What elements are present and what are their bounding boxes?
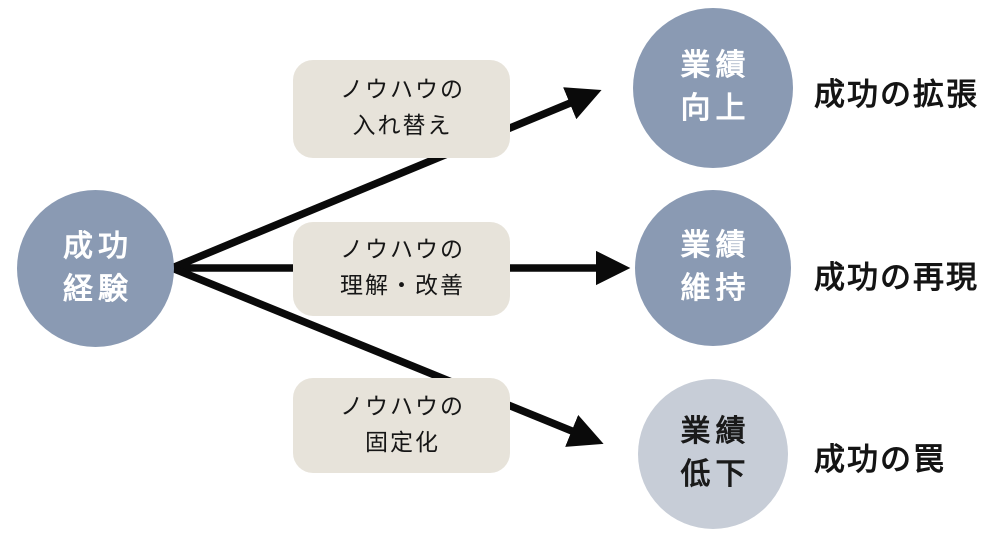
process-box-fixed-knowhow: ノウハウの 固定化: [293, 378, 510, 473]
process-box-label-line2: 入れ替え: [352, 113, 453, 139]
arrow-bottom: [170, 264, 604, 447]
source-circle-label-line1: 成功: [63, 228, 133, 264]
process-box-replace-knowhow: ノウハウの 入れ替え: [293, 60, 510, 158]
process-box-label-line1: ノウハウの: [340, 393, 465, 420]
outcome-circle-performance-maintain: 業績 維持: [635, 190, 791, 346]
outcome-circle-label-line2: 向上: [680, 91, 751, 126]
outcome-circle-label-line1: 業績: [680, 228, 751, 264]
process-box-label-line2: 理解・改善: [340, 273, 465, 299]
outcome-circle-performance-down: 業績 低下: [638, 379, 788, 529]
source-circle-label-line2: 経験: [63, 271, 133, 307]
process-box-label-line2: 固定化: [365, 429, 440, 456]
outcome-circle-label-line1: 業績: [680, 414, 751, 450]
outcome-circle-performance-up: 業績 向上: [633, 8, 793, 168]
result-label-expansion-of-success: 成功の拡張: [814, 77, 979, 113]
process-box-understand-improve-knowhow: ノウハウの 理解・改善: [293, 222, 510, 316]
outcome-circle-label-line2: 低下: [680, 457, 751, 492]
process-box-label-line1: ノウハウの: [340, 237, 465, 264]
source-circle: 成功 経験: [17, 190, 174, 347]
process-box-label-line1: ノウハウの: [340, 77, 465, 104]
arrow-top: [170, 87, 602, 272]
result-label-success-trap: 成功の罠: [814, 442, 946, 478]
outcome-circle-label-line1: 業績: [680, 48, 751, 84]
outcome-circle-label-line2: 維持: [680, 271, 751, 306]
result-label-reproduction-of-success: 成功の再現: [814, 260, 979, 296]
